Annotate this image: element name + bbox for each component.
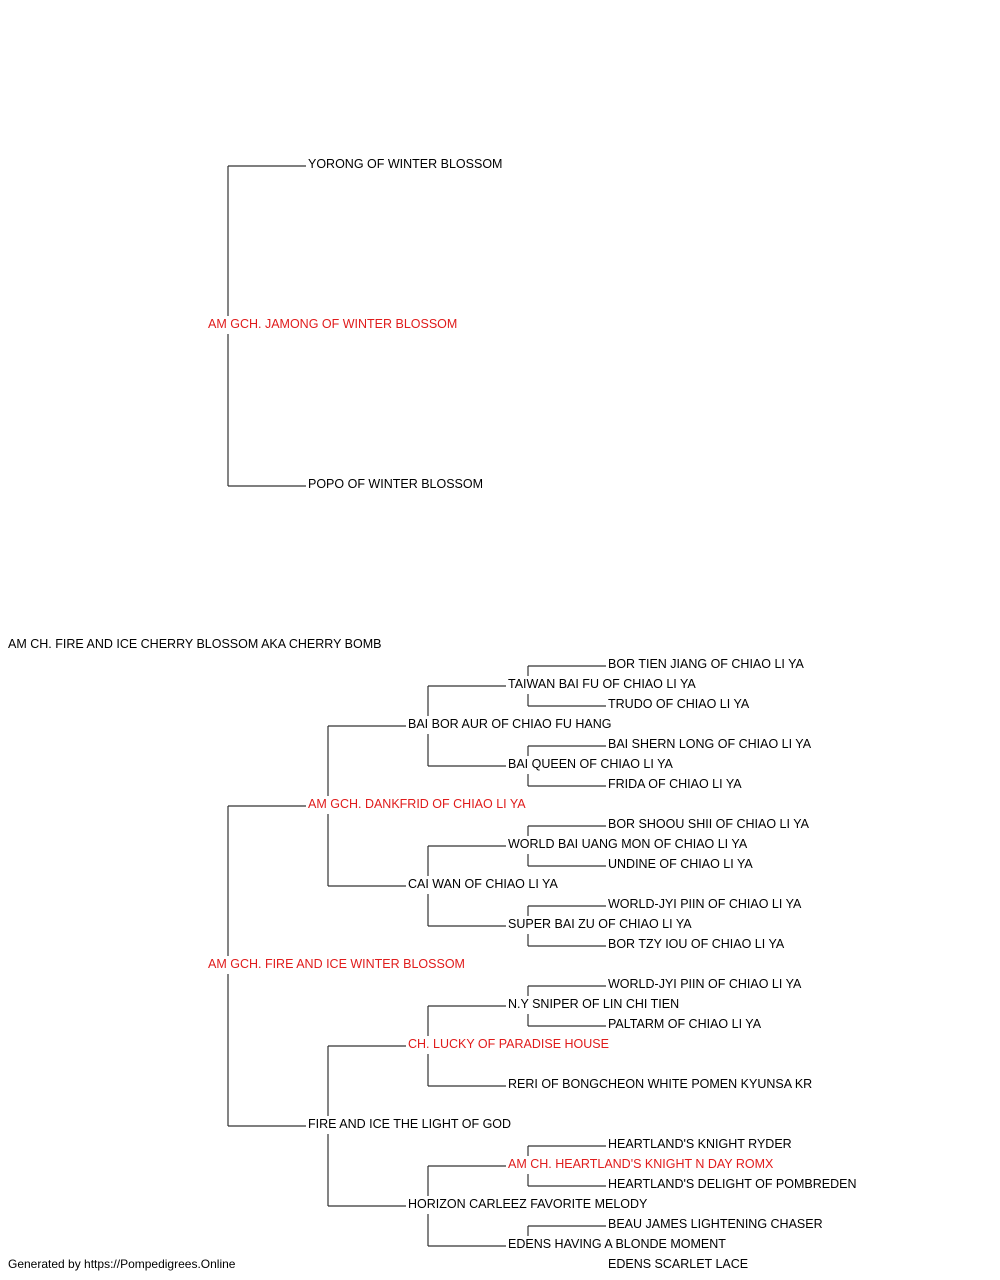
ancestor-name-gen4: WORLD BAI UANG MON OF CHIAO LI YA xyxy=(508,837,748,851)
ancestor-name-gen5: BOR TZY IOU OF CHIAO LI YA xyxy=(608,937,785,951)
ancestor-name-gen5: TRUDO OF CHIAO LI YA xyxy=(608,697,750,711)
ancestor-name-gen5: UNDINE OF CHIAO LI YA xyxy=(608,857,753,871)
ancestor-name-gen4: N.Y SNIPER OF LIN CHI TIEN xyxy=(508,997,679,1011)
pedigree-tree: AM CH. FIRE AND ICE CHERRY BLOSSOM AKA C… xyxy=(8,157,857,1250)
ancestor-name-gen3: CAI WAN OF CHIAO LI YA xyxy=(408,877,558,891)
ancestor-name-gen5: BOR TIEN JIANG OF CHIAO LI YA xyxy=(608,657,805,671)
ancestor-name-gen5: WORLD-JYI PIIN OF CHIAO LI YA xyxy=(608,897,802,911)
ancestor-name-gen4: RERI OF BONGCHEON WHITE POMEN KYUNSA KR xyxy=(508,1077,812,1091)
connector-lines xyxy=(227,165,606,1247)
ancestor-name-gen3: CH. LUCKY OF PARADISE HOUSE xyxy=(408,1037,609,1051)
ancestor-name-gen5: HEARTLAND'S DELIGHT OF POMBREDEN xyxy=(608,1177,857,1191)
ancestor-name-gen4: EDENS HAVING A BLONDE MOMENT xyxy=(508,1237,726,1250)
ancestor-name-gen3: HORIZON CARLEEZ FAVORITE MELODY xyxy=(408,1197,648,1211)
generated-by-footer: Generated by https://Pompedigrees.Online xyxy=(8,1257,236,1271)
ancestor-name-gen4: TAIWAN BAI FU OF CHIAO LI YA xyxy=(508,677,696,691)
ancestor-name-gen3: BAI BOR AUR OF CHIAO FU HANG xyxy=(408,717,612,731)
ancestor-name-gen5: PALTARM OF CHIAO LI YA xyxy=(608,1017,762,1031)
ancestor-name-gen5: BAI SHERN LONG OF CHIAO LI YA xyxy=(608,737,812,751)
ancestor-name-gen5: FRIDA OF CHIAO LI YA xyxy=(608,777,742,791)
ancestor-name-gen5: HEARTLAND'S KNIGHT RYDER xyxy=(608,1137,792,1151)
ancestor-name-gen2: YORONG OF WINTER BLOSSOM xyxy=(308,157,502,171)
ancestor-name-gen5: BEAU JAMES LIGHTENING CHASER xyxy=(608,1217,823,1231)
ancestor-name-gen5: EDENS SCARLET LACE xyxy=(608,1257,749,1271)
ancestor-name-gen4: BAI QUEEN OF CHIAO LI YA xyxy=(508,757,674,771)
ancestor-name-gen2: FIRE AND ICE THE LIGHT OF GOD xyxy=(308,1117,511,1131)
ancestor-name-gen2: AM GCH. DANKFRID OF CHIAO LI YA xyxy=(308,797,526,811)
dog-labels: AM CH. FIRE AND ICE CHERRY BLOSSOM AKA C… xyxy=(8,157,857,1250)
ancestor-name-gen1: AM GCH. FIRE AND ICE WINTER BLOSSOM xyxy=(208,957,465,971)
ancestor-name-gen5: WORLD-JYI PIIN OF CHIAO LI YA xyxy=(608,977,802,991)
ancestor-name-gen1: AM GCH. JAMONG OF WINTER BLOSSOM xyxy=(208,317,457,331)
ancestor-name-gen4: SUPER BAI ZU OF CHIAO LI YA xyxy=(508,917,692,931)
subject-dog-name: AM CH. FIRE AND ICE CHERRY BLOSSOM AKA C… xyxy=(8,637,381,651)
ancestor-name-gen2: POPO OF WINTER BLOSSOM xyxy=(308,477,483,491)
ancestor-name-gen5: BOR SHOOU SHII OF CHIAO LI YA xyxy=(608,817,810,831)
ancestor-name-gen4: AM CH. HEARTLAND'S KNIGHT N DAY ROMX xyxy=(508,1157,774,1171)
